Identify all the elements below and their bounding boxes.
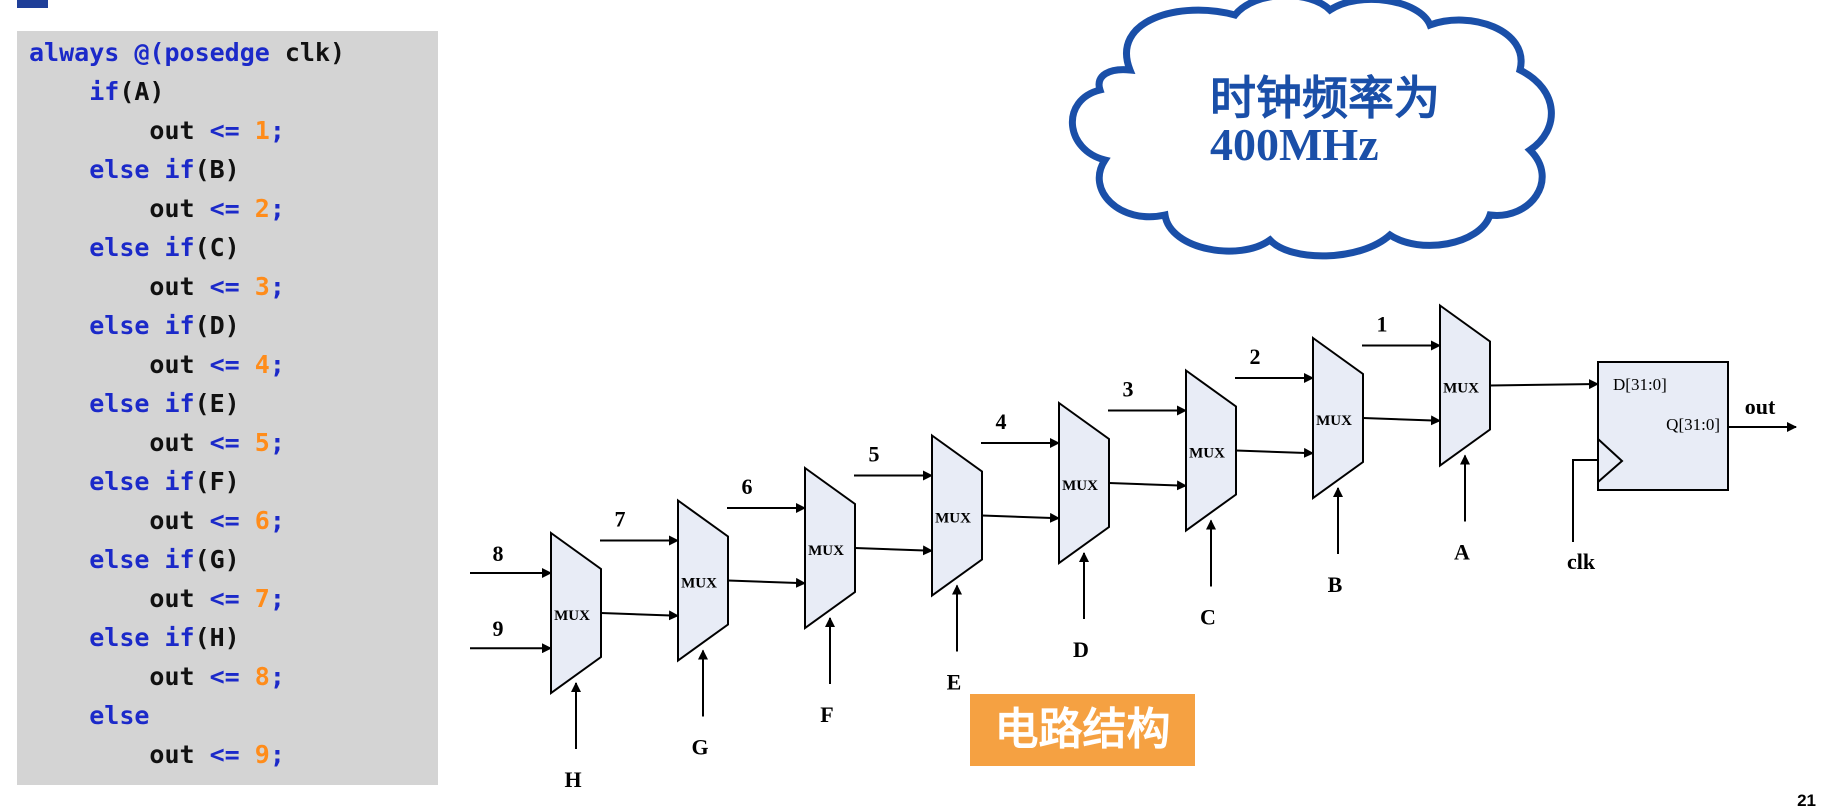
cloud-frequency: 400MHz: [1210, 119, 1379, 170]
select-label: C: [1200, 605, 1216, 630]
code-line: else if(G): [89, 545, 240, 574]
code-line: out <= 3;: [29, 272, 285, 301]
code-line: out <= 2;: [29, 194, 285, 223]
mux-block: [1439, 303, 1491, 468]
mux-block: [1058, 401, 1110, 565]
code-line: if(A): [89, 77, 165, 106]
mux-block: [550, 531, 602, 695]
chain-wire: [600, 610, 679, 621]
chain-wire: [1235, 447, 1314, 458]
code-line: out <= 4;: [29, 350, 285, 379]
mux-label: MUX: [554, 608, 590, 624]
code-line: out <= 9;: [29, 740, 285, 769]
register-block: [1597, 361, 1729, 491]
code-line: out <= 1;: [29, 116, 285, 145]
verilog-code-panel: always @(posedge clk) if(A) out <= 1; el…: [17, 31, 438, 785]
select-label: A: [1454, 540, 1470, 565]
data-input-label: 3: [1123, 377, 1134, 402]
code-line: out <= 6;: [29, 506, 285, 535]
page-number: 21: [1797, 791, 1816, 810]
select-label: D: [1073, 637, 1089, 662]
register-q-label: Q[31:0]: [1666, 415, 1720, 434]
data-input-label: 4: [996, 409, 1007, 434]
data-input-label: 2: [1250, 344, 1261, 369]
mux-label: MUX: [681, 576, 717, 592]
circuit-structure-badge: 电路结构: [970, 694, 1195, 766]
mux-label: MUX: [1189, 446, 1225, 462]
register-input-wire: [1489, 379, 1599, 390]
select-label: H: [564, 767, 581, 792]
mux-block: [677, 498, 729, 663]
code-line: else if(H): [89, 623, 240, 652]
code-line: else: [89, 701, 150, 730]
mux-label: MUX: [935, 511, 971, 527]
select-label: E: [947, 670, 962, 695]
corner-accent: [17, 0, 48, 8]
clock-wire: [1572, 459, 1598, 542]
mux-label: MUX: [1443, 381, 1479, 397]
register-d-label: D[31:0]: [1613, 375, 1667, 394]
data-input-label: 1: [1377, 312, 1388, 337]
code-line: out <= 8;: [29, 662, 285, 691]
mux-label: MUX: [1062, 478, 1098, 494]
select-label: F: [820, 702, 833, 727]
code-line: always @(posedge clk): [29, 38, 346, 67]
data-input-label: 7: [615, 507, 626, 532]
chain-wire: [727, 577, 806, 588]
data-input-label: 9: [493, 616, 504, 641]
code-line: out <= 5;: [29, 428, 285, 457]
chain-wire: [1362, 415, 1441, 426]
clock-triangle: [1597, 438, 1624, 483]
mux-block: [931, 433, 983, 598]
cloud-title: 时钟频率为: [1210, 71, 1440, 125]
mux-label: MUX: [1316, 413, 1352, 429]
mux-block: [1185, 368, 1237, 533]
chain-wire: [854, 545, 933, 556]
mux-label: MUX: [808, 543, 844, 559]
chain-wire: [1108, 480, 1187, 491]
output-label: out: [1745, 394, 1776, 419]
select-label: B: [1328, 572, 1343, 597]
code-line: else if(D): [89, 311, 240, 340]
data-input-label: 8: [493, 541, 504, 566]
code-line: out <= 7;: [29, 584, 285, 613]
chain-wire: [981, 512, 1060, 523]
data-input-label: 5: [869, 442, 880, 467]
code-line: else if(C): [89, 233, 240, 262]
code-line: else if(B): [89, 155, 240, 184]
select-label: G: [691, 735, 708, 760]
clock-label: clk: [1567, 549, 1596, 574]
data-input-label: 6: [742, 474, 753, 499]
code-line: else if(E): [89, 389, 240, 418]
cloud-shape: [1069, 0, 1555, 260]
mux-block: [804, 466, 856, 630]
mux-block: [1312, 336, 1364, 500]
code-line: else if(F): [89, 467, 240, 496]
